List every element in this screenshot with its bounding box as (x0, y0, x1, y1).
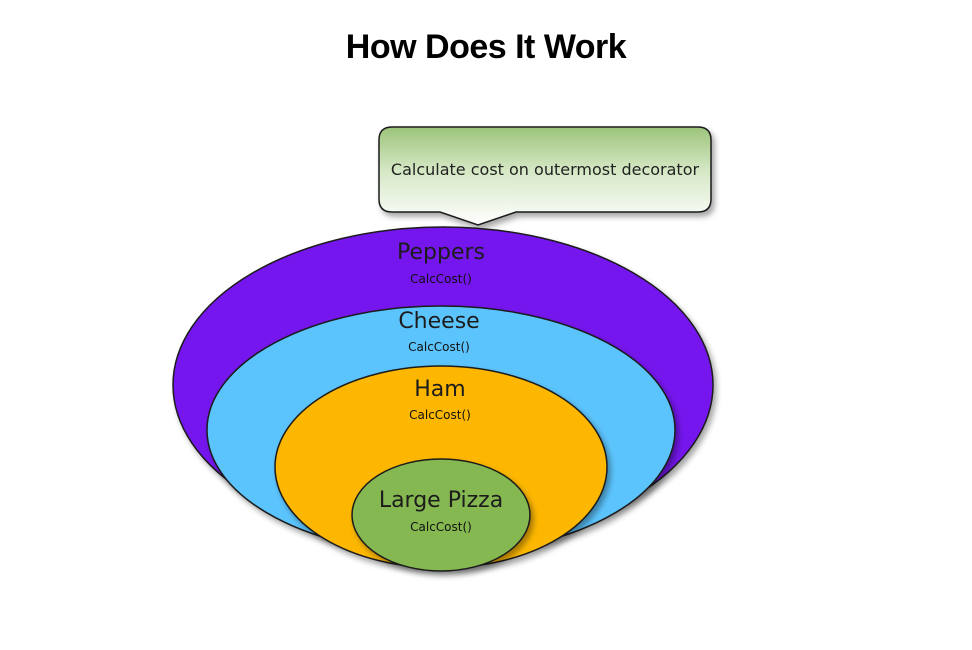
ring-large-pizza-method: CalcCost() (410, 520, 472, 534)
ring-cheese-name: Cheese (398, 309, 479, 334)
slide-title: How Does It Work (345, 28, 627, 66)
ring-large-pizza: Large Pizza CalcCost() (351, 458, 531, 572)
ring-ham-name: Ham (414, 377, 465, 402)
callout-shape (378, 126, 712, 226)
ring-cheese-method: CalcCost() (408, 340, 470, 354)
ring-large-pizza-shape (351, 458, 531, 572)
ring-large-pizza-name: Large Pizza (379, 488, 503, 513)
ring-ham-method: CalcCost() (409, 408, 471, 422)
callout-text: Calculate cost on outermost decorator (391, 160, 700, 179)
callout-bubble (378, 126, 712, 226)
ring-peppers-method: CalcCost() (410, 272, 472, 286)
ring-peppers-name: Peppers (397, 240, 485, 265)
